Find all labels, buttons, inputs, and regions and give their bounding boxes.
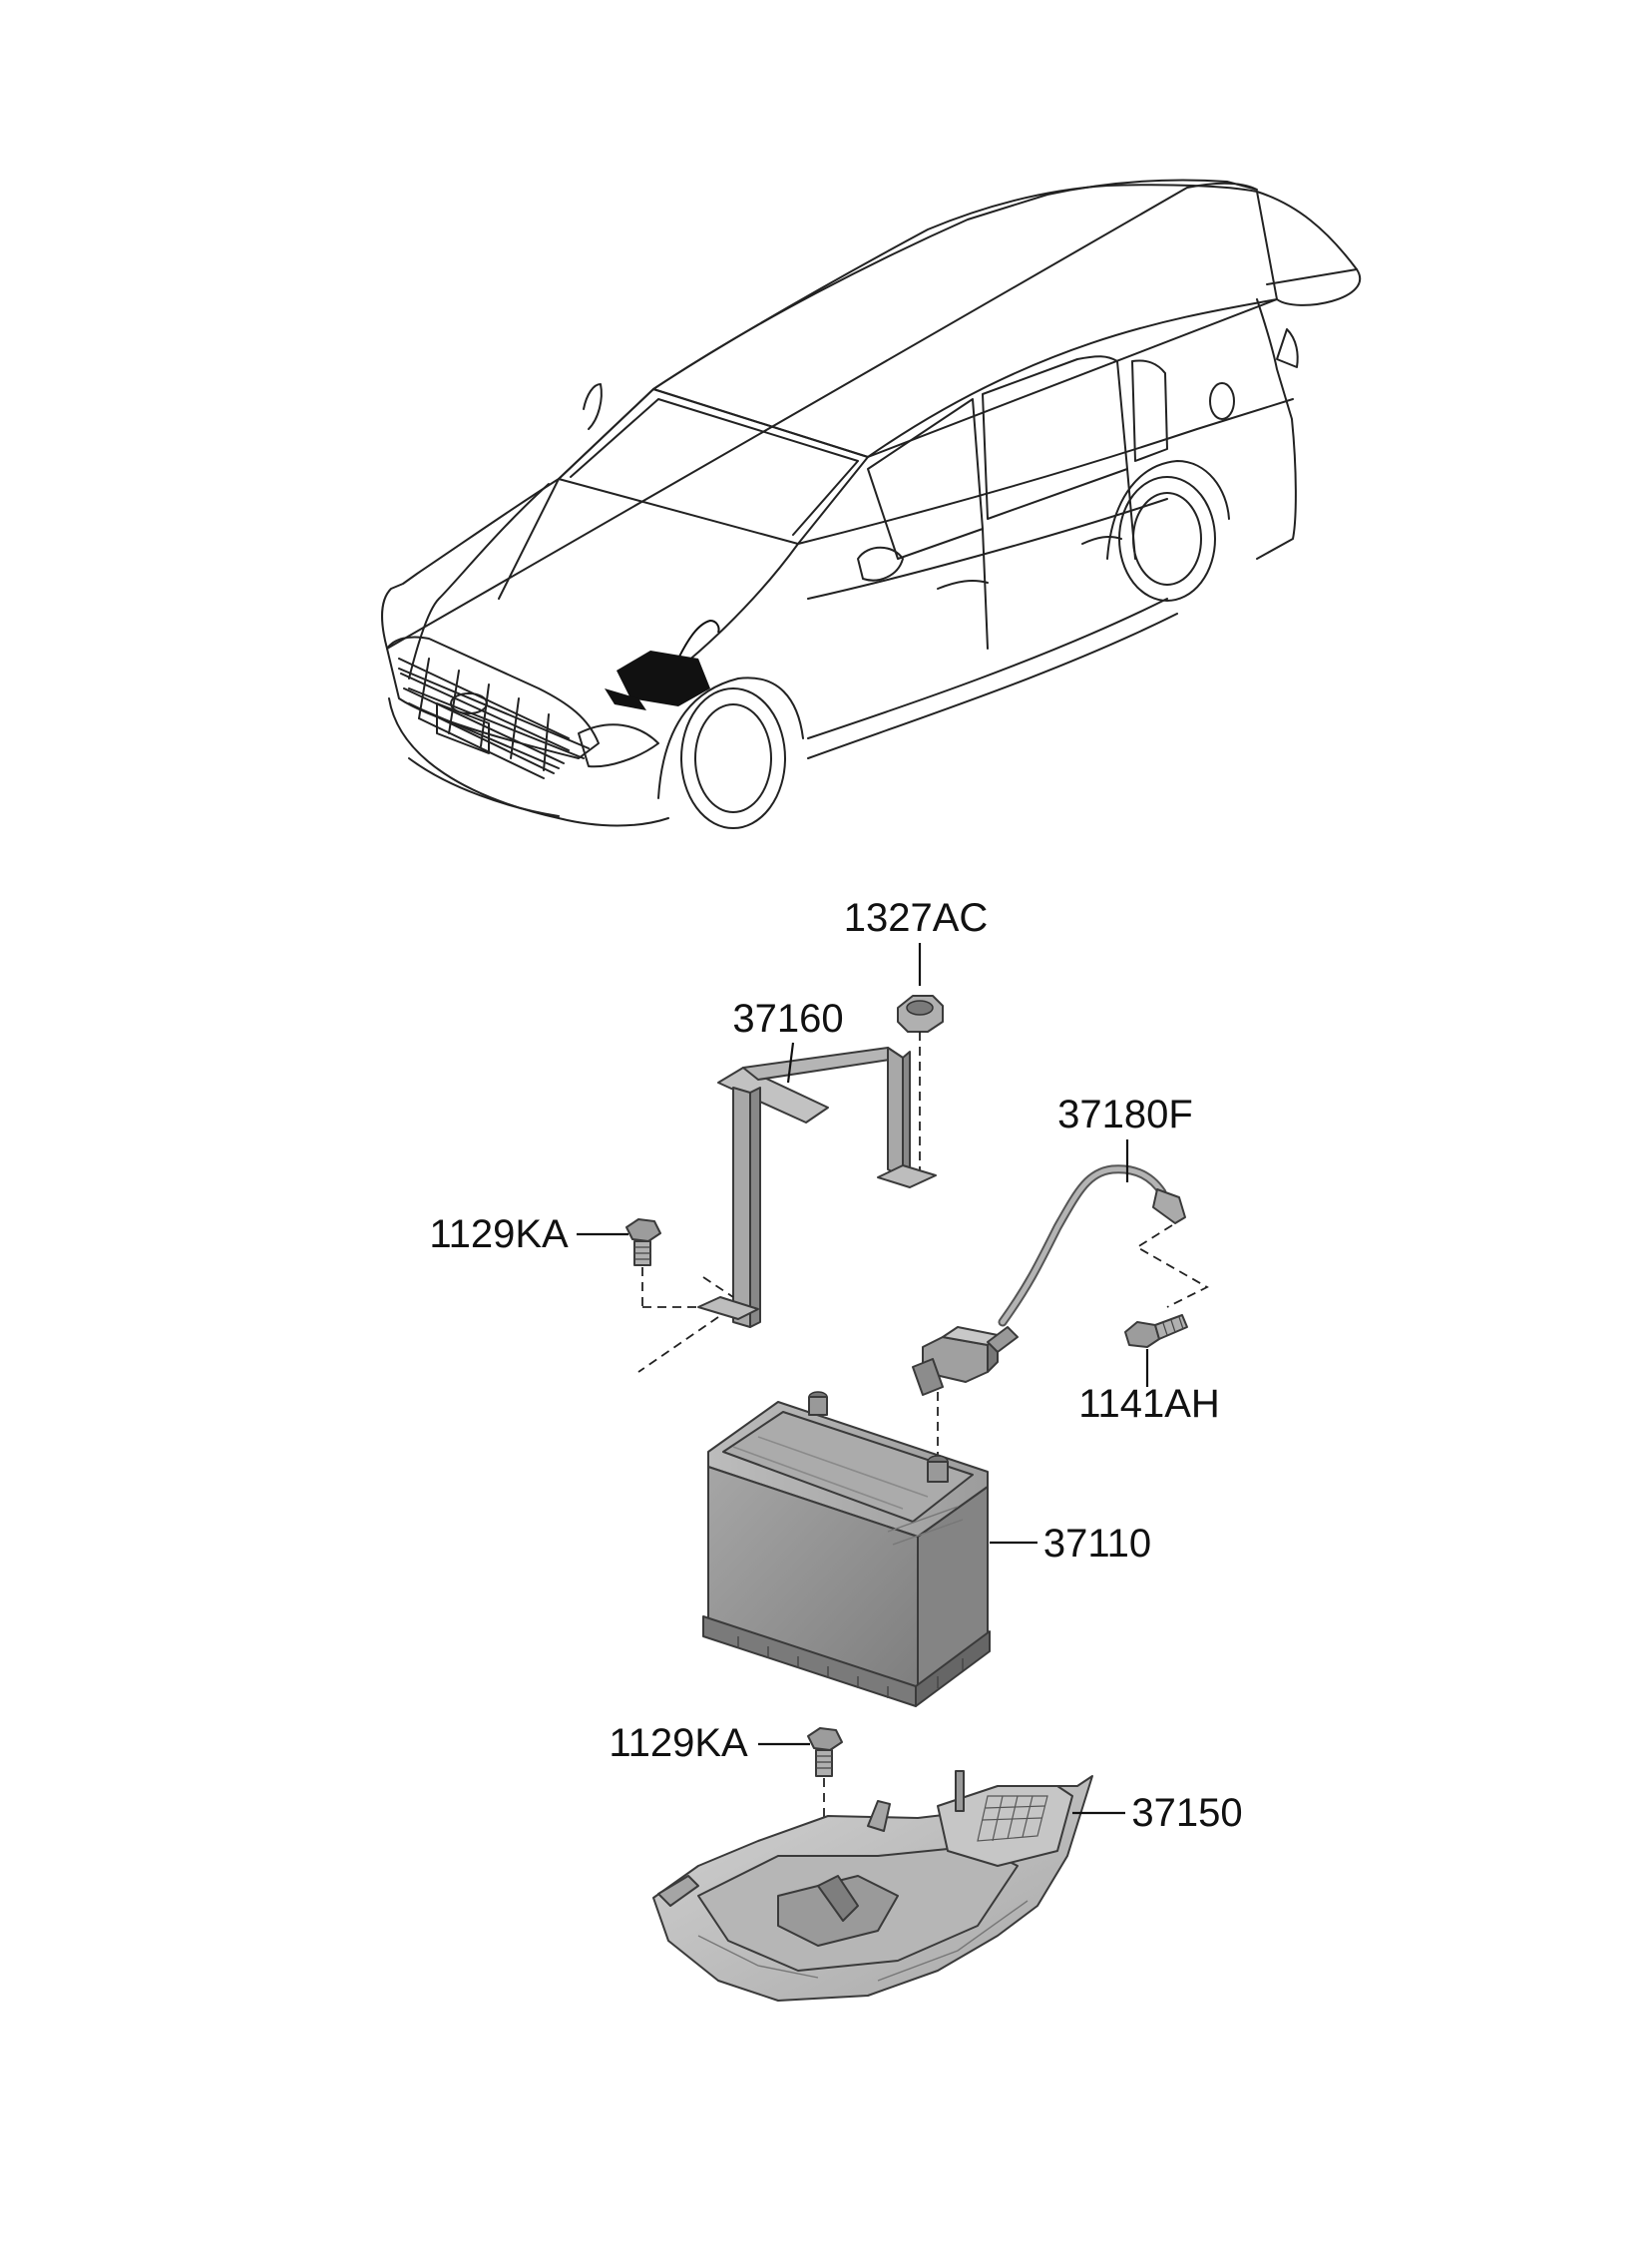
label-1141ah: 1141AH: [1078, 1382, 1220, 1426]
battery-37110: [702, 1391, 991, 1707]
label-37150-group: 37150: [1072, 1791, 1243, 1835]
bracket-37160: [637, 1047, 937, 1373]
label-1129ka-top: 1129KA: [429, 1212, 569, 1256]
bolt-1141ah: [1124, 1314, 1188, 1348]
battery-location-highlight: [605, 619, 720, 710]
label-1129ka-bottom: 1129KA: [609, 1721, 748, 1765]
label-37180f-group: 37180F: [1057, 1093, 1193, 1182]
battery-tray-37150: [652, 1770, 1093, 2002]
label-37150: 37150: [1131, 1791, 1242, 1835]
label-37110: 37110: [1043, 1522, 1151, 1566]
nut-1327ac: [897, 995, 944, 1177]
label-1129ka-top-group: 1129KA: [429, 1212, 628, 1256]
label-1141ah-group: 1141AH: [1078, 1349, 1220, 1426]
label-37110-group: 37110: [990, 1522, 1151, 1566]
label-37160: 37160: [732, 997, 843, 1041]
label-1327ac: 1327AC: [844, 896, 989, 940]
cable-37180f: [912, 1164, 1209, 1467]
label-37180f: 37180F: [1057, 1093, 1193, 1136]
label-37160-group: 37160: [732, 997, 844, 1084]
vehicle-illustration: [381, 179, 1362, 829]
label-1129ka-bottom-group: 1129KA: [609, 1721, 810, 1765]
bolt-1129ka-top: [625, 1218, 698, 1308]
label-1327ac-group: 1327AC: [844, 896, 989, 986]
